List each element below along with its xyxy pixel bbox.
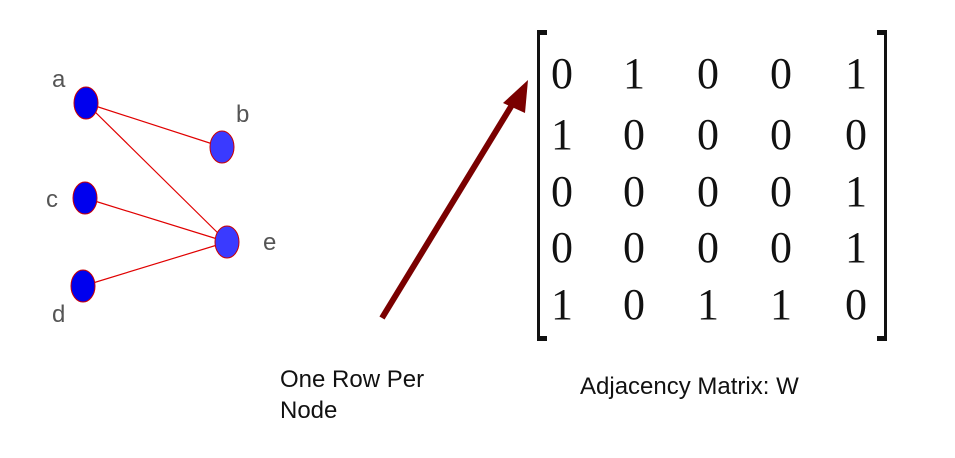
matrix-cell-r2-c4: 0 <box>770 110 792 159</box>
matrix-cell-r2-c5: 0 <box>845 110 867 159</box>
matrix-cell-r5-c3: 1 <box>697 280 719 329</box>
matrix-cell-r3-c5: 1 <box>845 167 867 216</box>
matrix-cell-r5-c4: 1 <box>770 280 792 329</box>
matrix-cell-r4-c3: 0 <box>697 223 719 272</box>
matrix-cell-r4-c5: 1 <box>845 223 867 272</box>
matrix-cell-r5-c5: 0 <box>845 280 867 329</box>
graph-nodes <box>70 86 240 303</box>
edge-a-b <box>85 102 223 148</box>
right-bracket-bottom <box>877 336 887 341</box>
matrix-cell-r3-c1: 0 <box>551 167 573 216</box>
edge-a-e <box>85 102 228 243</box>
edge-d-e <box>82 241 228 287</box>
matrix-cell-r1-c3: 0 <box>697 49 719 98</box>
pointer-arrow <box>379 80 528 320</box>
node-d <box>70 269 96 303</box>
left-bracket-bottom <box>537 336 547 341</box>
matrix-cell-r1-c1: 0 <box>551 49 573 98</box>
arrow-shaft <box>379 98 518 320</box>
node-e <box>214 225 240 259</box>
adjacency-matrix: 0 1 0 0 1 1 0 0 0 0 0 0 0 0 1 0 0 0 0 1 1 0 1 1 0 <box>551 49 867 329</box>
node-label-c: c <box>46 186 58 213</box>
matrix-cell-r2-c2: 0 <box>623 110 645 159</box>
node-label-d: d <box>52 301 65 328</box>
matrix-cell-r2-c3: 0 <box>697 110 719 159</box>
arrow-label-line-2: Node <box>280 397 337 424</box>
arrow-label-line-1: One Row Per <box>280 366 424 393</box>
matrix-cell-r4-c4: 0 <box>770 223 792 272</box>
matrix-cell-r1-c5: 1 <box>845 49 867 98</box>
matrix-brackets <box>537 30 887 341</box>
node-b <box>209 130 235 164</box>
matrix-cell-r5-c2: 0 <box>623 280 645 329</box>
node-label-b: b <box>236 101 249 128</box>
matrix-caption: Adjacency Matrix: W <box>580 373 799 400</box>
arrow-head <box>503 80 528 113</box>
edge-c-e <box>84 197 228 243</box>
node-label-a: a <box>52 66 66 93</box>
matrix-cell-r3-c3: 0 <box>697 167 719 216</box>
matrix-cell-r3-c4: 0 <box>770 167 792 216</box>
matrix-cell-r1-c4: 0 <box>770 49 792 98</box>
matrix-cell-r4-c2: 0 <box>623 223 645 272</box>
node-c <box>72 181 98 215</box>
left-bracket-bar <box>537 30 540 340</box>
node-a <box>73 86 99 120</box>
matrix-cell-r1-c2: 1 <box>623 49 645 98</box>
matrix-cell-r4-c1: 0 <box>551 223 573 272</box>
right-bracket-top <box>877 30 887 35</box>
right-bracket-bar <box>884 30 887 340</box>
left-bracket-top <box>537 30 547 35</box>
matrix-cell-r2-c1: 1 <box>551 110 573 159</box>
graph-edges <box>82 102 228 287</box>
node-label-e: e <box>263 229 276 256</box>
matrix-cell-r5-c1: 1 <box>551 280 573 329</box>
matrix-cell-r3-c2: 0 <box>623 167 645 216</box>
